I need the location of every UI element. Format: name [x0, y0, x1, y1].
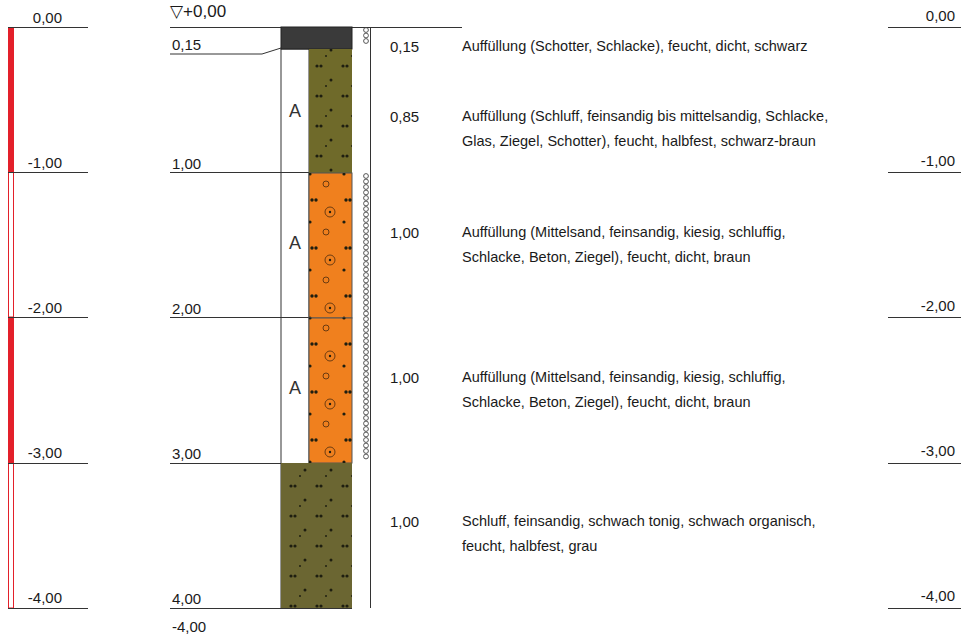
layer-description: Auffüllung (Mittelsand, feinsandig, kies…: [462, 220, 840, 270]
layer-silt: [281, 463, 352, 608]
depth-label: -3,00: [28, 445, 62, 461]
horizon-code: A: [289, 380, 301, 396]
layer-description: Auffüllung (Mittelsand, feinsandig, kies…: [462, 365, 840, 415]
depth-label: -3,00: [921, 443, 955, 459]
depth-label: -4,00: [921, 588, 955, 604]
scale-ticks: [8, 28, 961, 609]
thickness-label: 1,00: [390, 225, 419, 241]
layer-silt-fill: [309, 49, 352, 173]
depth-label: -4,00: [172, 619, 206, 635]
moisture-line: [370, 27, 371, 608]
scale-bar: [9, 172, 14, 317]
horizon-code: A: [289, 235, 301, 251]
depth-label: -4,00: [28, 590, 62, 606]
depth-label: -1,00: [921, 153, 955, 169]
scale-bar: [9, 463, 14, 608]
scale-bar: [8, 27, 14, 172]
depth-label: 2,00: [172, 301, 201, 317]
horizon-code: A: [289, 103, 301, 119]
depth-label: 3,00: [172, 446, 201, 462]
layer-sand-fill: [309, 173, 352, 318]
depth-label: 0,15: [172, 37, 201, 53]
moisture-symbol: [364, 28, 369, 459]
thickness-label: 1,00: [390, 370, 419, 386]
thickness-label: 0,85: [390, 109, 419, 125]
depth-label: 0,00: [926, 8, 955, 24]
layer-description: Auffüllung (Schluff, feinsandig bis mitt…: [462, 104, 840, 154]
layer-description: Schluff, feinsandig, schwach tonig, schw…: [462, 509, 840, 559]
thickness-label: 1,00: [390, 514, 419, 530]
depth-label: -1,00: [28, 155, 62, 171]
reference-level: ▽+0,00: [170, 4, 226, 20]
scale-bar: [8, 317, 14, 463]
depth-label: 1,00: [172, 156, 201, 172]
layer-description: Auffüllung (Schotter, Schlacke), feucht,…: [462, 34, 840, 59]
depth-label: 0,00: [33, 10, 62, 26]
layer-sand-fill: [309, 318, 352, 463]
thickness-label: 0,15: [390, 39, 419, 55]
depth-label: 4,00: [172, 591, 201, 607]
depth-label: -2,00: [28, 300, 62, 316]
layer-gravel: [281, 27, 352, 49]
depth-label: -2,00: [921, 298, 955, 314]
